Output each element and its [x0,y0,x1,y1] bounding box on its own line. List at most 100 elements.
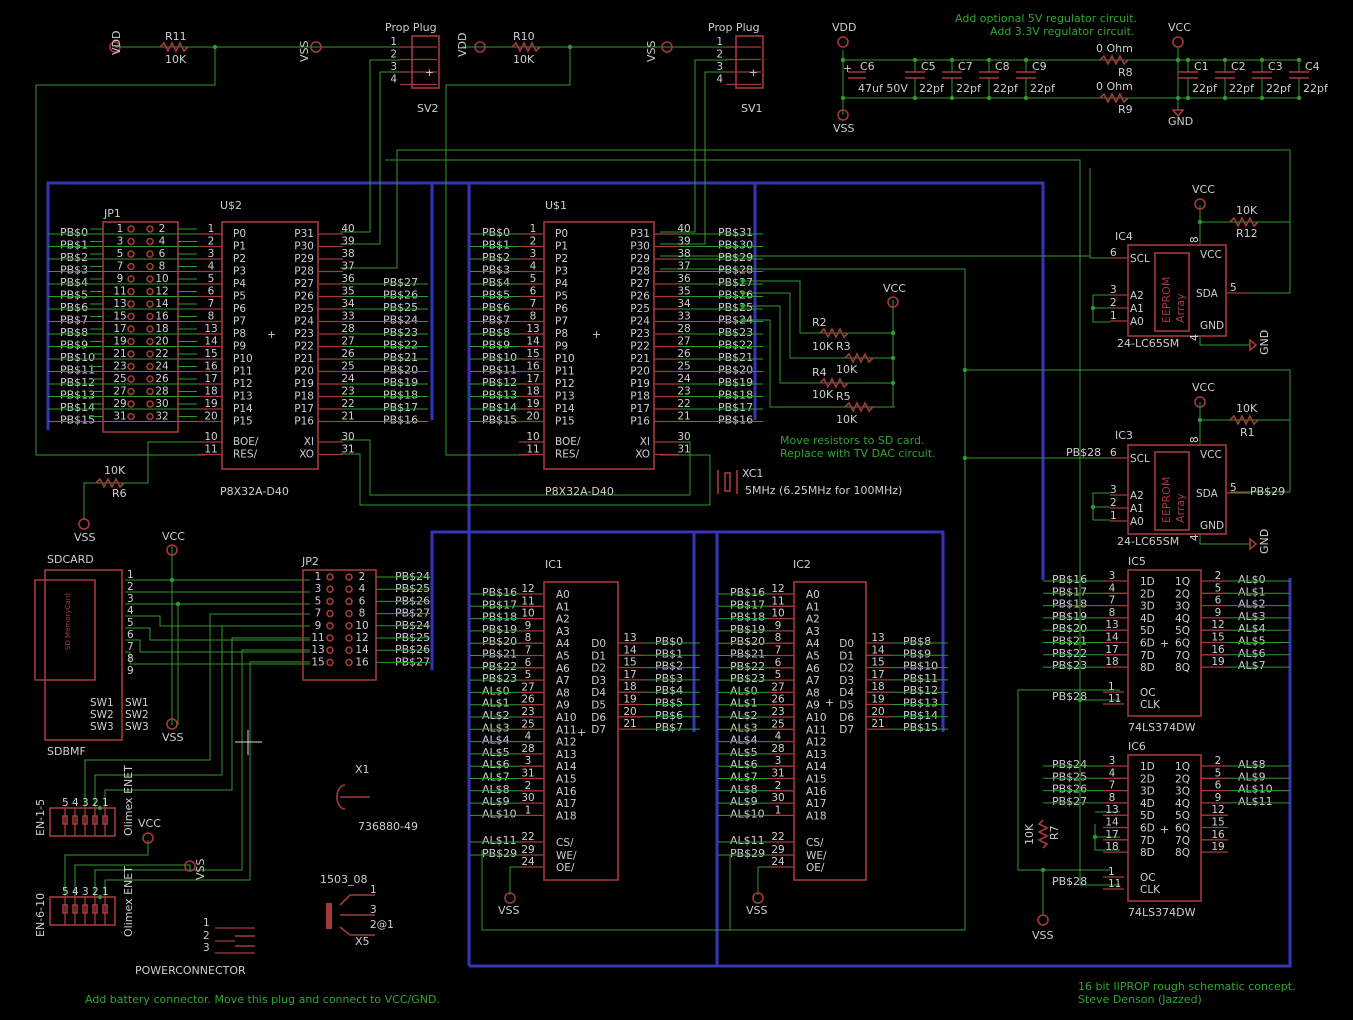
pb-net-label: PB$14 [482,401,517,414]
pb-net-label: PB$27 [383,276,418,289]
sram-addr-pin-number: 27 [521,681,534,693]
latch-in-net: PB$18 [1052,598,1087,611]
sram-addr-net: PB$20 [730,635,765,648]
jp1-pin-pad [127,287,135,296]
jp2-odd-number: 1 [315,571,322,583]
prop-left-pin-number: 13 [204,323,217,335]
pb-net-label: PB$13 [60,389,95,402]
sram-ctrl-pin-name: CS/ [806,837,824,849]
eeprom-pin-number: 6 [1110,247,1117,259]
sram-addr-net: PB$20 [482,635,517,648]
sram-data-net: PB$9 [903,647,931,660]
jp2-even-number: 12 [355,632,368,644]
jp1-pin-pad [127,275,135,283]
jp1-even-number: 16 [155,311,169,323]
prop-left-pin-name: P8 [555,328,568,340]
prop-right-pin-name: P20 [294,366,314,378]
pb-net-label: PB$23 [383,326,418,339]
prop-left-pin-name: P14 [233,403,253,415]
sram-ctrl-pin-number: 29 [521,844,534,856]
prop-right-pin-name: P30 [630,241,650,253]
prop-left-pin-number: 14 [204,336,218,348]
sram-addr-net: AL$9 [730,795,758,808]
latch-d-pin-number: 17 [1105,644,1118,656]
cap-right-name: C2 [1231,60,1246,73]
vss-label-r6: VSS [74,531,96,544]
r6-value: 10K [104,464,126,477]
sram-addr-pin-name: A1 [806,601,820,613]
sram-addr-pin-number: 7 [525,645,532,657]
cap-left-name: C9 [1032,60,1047,73]
enet-pin-number: 1 [102,886,109,898]
jp1-pin-pad [127,250,135,258]
plug-pin-number: 4 [390,74,397,86]
sram-data-pin-name: D7 [591,724,606,736]
eeprom-pin-name: A2 [1130,490,1144,502]
latch-q-pin-number: 2 [1215,570,1222,582]
prop-right-pin-name: P22 [294,341,314,353]
latch-d-pin-name: 8D [1140,847,1155,859]
sram-addr-pin-name: A7 [806,675,820,687]
sram-addr-pin-number: 8 [525,632,532,644]
ic4-name: IC4 [1115,230,1133,243]
jp1-odd-number: 19 [113,336,126,348]
pb-net-label: PB$13 [482,389,517,402]
prop-left-pin-name: P6 [233,303,246,315]
sram-ctrl-pin-name: OE/ [806,862,825,874]
vss-label-enet: VSS [194,858,207,880]
sram-addr-net: AL$10 [482,807,517,820]
jp2-pin-pad [345,634,353,642]
latch-q-pin-number: 5 [1215,767,1222,779]
sv1-name: SV1 [741,102,763,115]
prop-right-pin-name: P16 [630,416,650,428]
note-regulator-5v: Add optional 5V regulator circuit. [955,12,1137,25]
eeprom-pin-number: 5 [1230,282,1237,294]
sram-addr-pin-number: 9 [525,620,532,632]
connector-x5: 1503_08 1 3 2@1 X5 [320,873,394,948]
prop-ctrl-pin-name: RES/ [233,449,258,461]
vdd-label-1: VDD [110,31,123,55]
latch-q-pin-number: 5 [1215,582,1222,594]
connector-x1: X1 736880-49 [336,763,418,833]
junction-dot [962,455,968,461]
enet-pin-pad [102,815,108,825]
jp2-odd-number: 15 [311,656,324,668]
eeprom-pin-name: SDA [1196,488,1219,500]
jp1-name: JP1 [103,207,121,220]
prop-left-pin-name: P14 [555,403,575,415]
sram-data-pin-number: 20 [623,706,636,718]
jp1-even-number: 20 [155,336,168,348]
latch-q-pin-number: 12 [1211,619,1224,631]
r7-value: 10K [1023,823,1036,845]
prop-ctrl-pin-name: BOE/ [555,436,581,448]
prop-ctrl-pin-number: 10 [526,431,539,443]
sram-addr-pin-number: 5 [525,669,532,681]
eeprom-body-label: Array [1174,493,1187,523]
jp2-pin-pad [345,597,353,606]
ic6-part: 74LS374DW [1128,906,1196,919]
sram-addr-pin-number: 31 [521,768,534,780]
enet-pin-pad [62,904,68,914]
prop-right-pin-number: 40 [341,223,354,235]
prop-right-pin-name: P29 [630,253,650,265]
enet-pin-pad [72,904,78,914]
pb-net-label: PB$17 [383,401,418,414]
sram-we-net: PB$29 [730,847,765,860]
cap-left-value: 22pf [956,82,982,95]
jp2-pin-pad [345,573,353,581]
sram-addr-net: AL$2 [482,709,510,722]
latch-ctrl-pin-number: 1 [1108,681,1115,693]
power-connector-name: POWERCONNECTOR [135,964,246,977]
plug-pin-number: 3 [390,61,397,73]
latch-out-net: AL$0 [1238,573,1266,586]
origin-crosshair [235,730,262,755]
r1-value: 10K [1236,402,1258,415]
pb-net-label: PB$10 [482,351,517,364]
sram-data-pin-number: 14 [871,644,885,656]
sram-ctrl-pin-number: 22 [771,831,784,843]
jp1-pin-pad [146,362,154,371]
eeprom-pin-number: 8 [1189,236,1201,243]
